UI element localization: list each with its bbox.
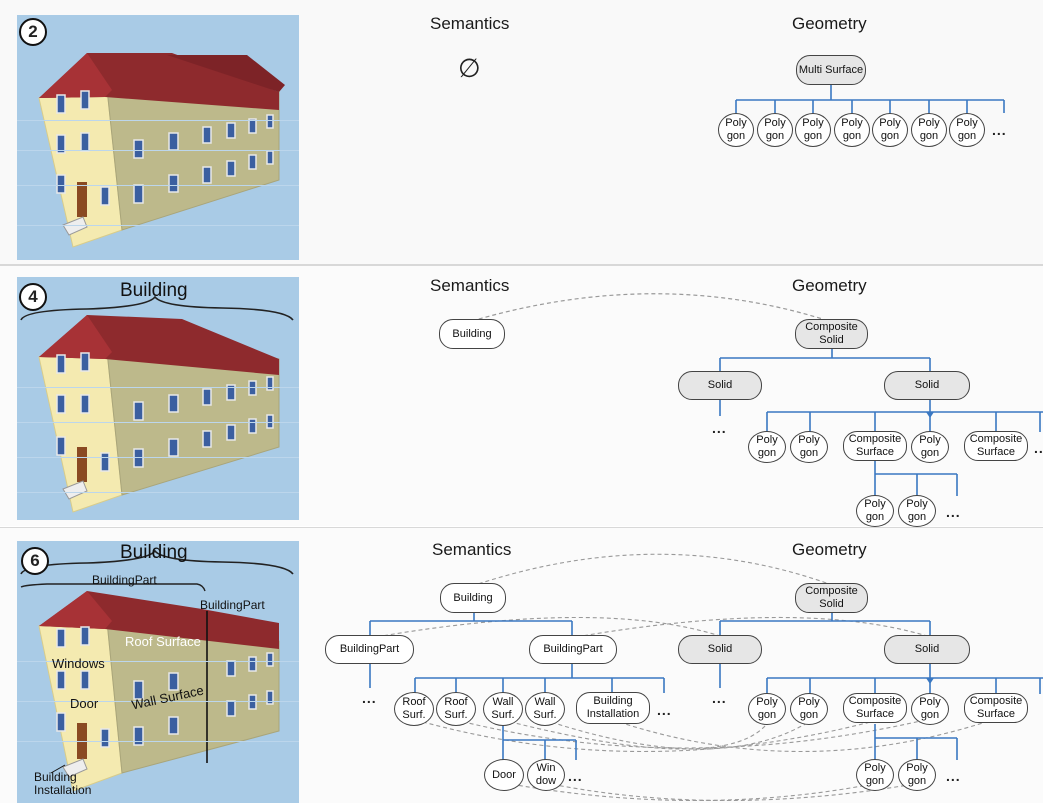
roof-surface-node: Roof Surf. xyxy=(394,692,434,726)
windows-label: Windows xyxy=(52,656,105,671)
multi-surface-node: Multi Surface xyxy=(796,55,866,85)
polygon-node: Poly gon xyxy=(949,113,985,147)
panel-lod2: 2 Semantics Geometry ∅ Multi Surface Pol… xyxy=(0,0,1043,265)
polygon-node: Poly gon xyxy=(748,693,786,725)
polygon-node: Poly gon xyxy=(898,495,936,527)
composite-solid-node: Composite Solid xyxy=(795,319,868,349)
polygon-node: Poly gon xyxy=(748,431,786,463)
more-ellipsis: ... xyxy=(946,768,961,784)
polygon-node: Poly gon xyxy=(856,495,894,527)
semantics-header: Semantics xyxy=(430,14,510,33)
more-ellipsis: ... xyxy=(946,504,961,520)
wall-surface-node: Wall Surf. xyxy=(525,692,565,726)
door-node: Door xyxy=(484,759,524,791)
polygon-node: Poly gon xyxy=(757,113,793,147)
more-ellipsis: ... xyxy=(1034,440,1043,456)
roof-surface-node: Roof Surf. xyxy=(436,692,476,726)
more-ellipsis: ... xyxy=(992,122,1007,138)
more-ellipsis: ... xyxy=(657,702,672,718)
more-ellipsis: ... xyxy=(568,768,583,784)
polygon-node: Poly gon xyxy=(898,759,936,791)
building-part-label: BuildingPart xyxy=(92,573,157,587)
building-render-image xyxy=(17,277,299,520)
polygon-node: Poly gon xyxy=(834,113,870,147)
building-node: Building xyxy=(439,319,505,349)
polygon-node: Poly gon xyxy=(790,431,828,463)
semantics-header: Semantics xyxy=(432,540,512,559)
polygon-node: Poly gon xyxy=(795,113,831,147)
geometry-tree-lines xyxy=(735,85,1005,113)
more-ellipsis: ... xyxy=(362,690,377,706)
panel-lod4: 4 Building Semantics Geometry Building C… xyxy=(0,266,1043,527)
polygon-node: Poly gon xyxy=(718,113,754,147)
window-node: Win dow xyxy=(527,759,565,791)
lod-badge: 4 xyxy=(19,283,47,311)
composite-surface-node: Composite Surface xyxy=(843,693,907,723)
roof-surface-label: Roof Surface xyxy=(125,634,201,649)
solid-node: Solid xyxy=(678,371,762,400)
geometry-header: Geometry xyxy=(792,540,867,559)
solid-node: Solid xyxy=(884,635,970,664)
building-part-node: BuildingPart xyxy=(325,635,414,664)
building-render-image xyxy=(17,541,299,803)
geometry-header: Geometry xyxy=(792,14,867,33)
semantics-header: Semantics xyxy=(430,276,510,295)
composite-solid-node: Composite Solid xyxy=(795,583,868,613)
tree-lines xyxy=(369,553,1043,802)
building-image-title: Building xyxy=(120,542,188,563)
polygon-node: Poly gon xyxy=(911,693,949,725)
building-node: Building xyxy=(440,583,506,613)
empty-set-symbol: ∅ xyxy=(458,53,481,83)
composite-surface-node: Composite Surface xyxy=(964,431,1028,461)
solid-node: Solid xyxy=(884,371,970,400)
lod-badge: 2 xyxy=(19,18,47,46)
more-ellipsis: ... xyxy=(712,690,727,706)
polygon-node: Poly gon xyxy=(911,113,947,147)
tree-lines xyxy=(471,293,1043,496)
building-installation-node: Building Installation xyxy=(576,692,650,724)
building-illustration xyxy=(38,53,285,248)
composite-surface-node: Composite Surface xyxy=(964,693,1028,723)
wall-surface-node: Wall Surf. xyxy=(483,692,523,726)
polygon-node: Poly gon xyxy=(911,431,949,463)
geometry-header: Geometry xyxy=(792,276,867,295)
lod-badge: 6 xyxy=(21,547,49,575)
polygon-node: Poly gon xyxy=(790,693,828,725)
building-illustration xyxy=(20,549,294,792)
building-installation-label: Building Installation xyxy=(34,770,92,797)
composite-surface-node: Composite Surface xyxy=(843,431,907,461)
panel-lod6: 6 Building BuildingPart BuildingPart Roo… xyxy=(0,528,1043,803)
building-image-title: Building xyxy=(120,280,188,301)
polygon-node: Poly gon xyxy=(872,113,908,147)
more-ellipsis: ... xyxy=(712,420,727,436)
solid-node: Solid xyxy=(678,635,762,664)
building-part-label: BuildingPart xyxy=(200,598,265,612)
building-render-image xyxy=(17,15,299,260)
building-part-node: BuildingPart xyxy=(529,635,617,664)
door-label: Door xyxy=(70,696,99,711)
polygon-node: Poly gon xyxy=(856,759,894,791)
